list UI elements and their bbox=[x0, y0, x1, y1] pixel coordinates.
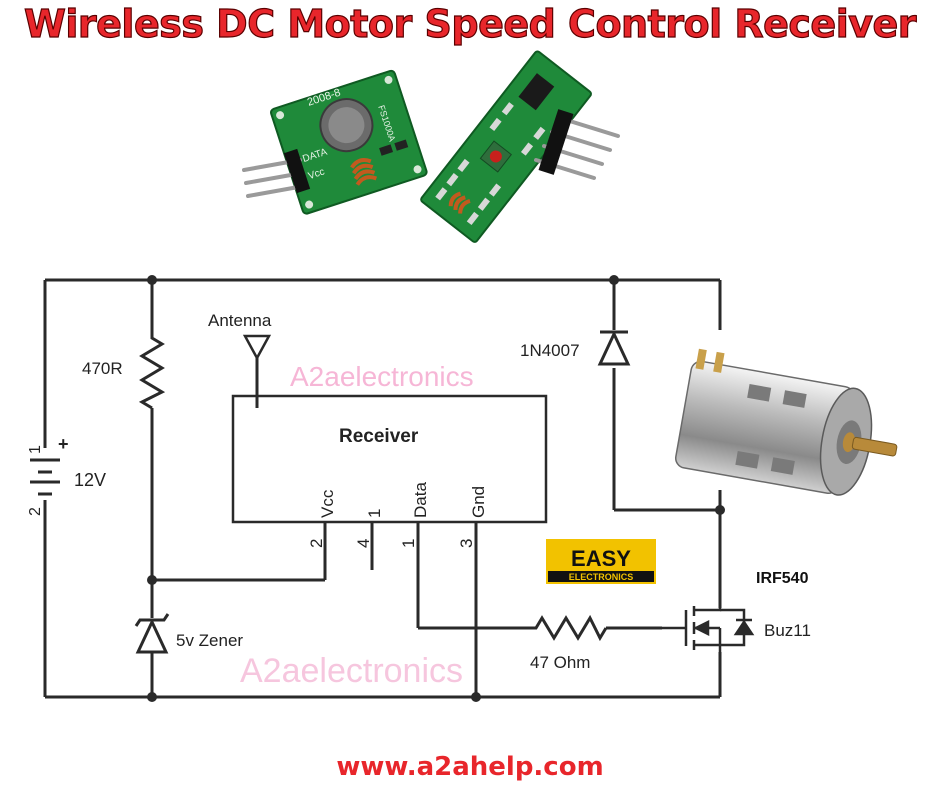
antenna-label: Antenna bbox=[208, 311, 272, 330]
pin-number-data: 1 bbox=[399, 539, 418, 548]
zener-label: 5v Zener bbox=[176, 631, 243, 650]
pin-number-vcc: 2 bbox=[307, 539, 326, 548]
resistor-47-ohm-label: 47 Ohm bbox=[530, 653, 590, 672]
mosfet-label-irf540: IRF540 bbox=[756, 570, 809, 587]
battery-voltage-label: 12V bbox=[74, 470, 106, 490]
pin-label-vcc: Vcc bbox=[307, 166, 326, 182]
antenna-symbol bbox=[242, 334, 272, 361]
easy-electronics-logo: EASY ELECTRONICS bbox=[546, 539, 656, 584]
battery-plus: + bbox=[58, 434, 69, 454]
battery-symbol bbox=[30, 458, 60, 496]
website-url[interactable]: www.a2ahelp.com bbox=[336, 752, 604, 782]
resistor-47-ohm bbox=[528, 614, 608, 642]
junctions bbox=[147, 275, 725, 702]
battery-pin-1: 1 bbox=[27, 445, 44, 454]
wires bbox=[43, 278, 722, 699]
pin-label-data: Data bbox=[411, 482, 430, 518]
page-title: Wireless DC Motor Speed Control Receiver bbox=[23, 1, 917, 46]
battery-pin-2: 2 bbox=[27, 507, 44, 516]
watermark-bottom: A2aelectronics bbox=[240, 652, 463, 690]
resistor-470r-label: 470R bbox=[82, 359, 123, 378]
receiver-box bbox=[231, 394, 548, 524]
receiver-label: Receiver bbox=[339, 426, 419, 447]
logo-line1: EASY bbox=[571, 546, 631, 571]
pin-label-vcc: Vcc bbox=[318, 489, 337, 518]
logo-line2: ELECTRONICS bbox=[569, 572, 634, 582]
mosfet-symbol bbox=[662, 606, 755, 652]
pin-number-gnd: 3 bbox=[457, 539, 476, 548]
resistor-470r bbox=[138, 330, 166, 410]
pin-number-4: 4 bbox=[354, 539, 373, 548]
diode-label: 1N4007 bbox=[520, 341, 580, 360]
dc-motor bbox=[674, 348, 898, 496]
zener-diode bbox=[134, 613, 170, 654]
pin-label-gnd: Gnd bbox=[469, 486, 488, 518]
diode-1n4007 bbox=[597, 330, 631, 366]
mosfet-label-buz11: Buz11 bbox=[764, 621, 811, 640]
rf-transmitter-module: 2008-8 DATA Vcc FS1000A bbox=[242, 69, 428, 215]
pin-number-inner: 1 bbox=[365, 509, 384, 518]
watermark-top: A2aelectronics bbox=[290, 361, 474, 392]
rf-receiver-module bbox=[420, 50, 620, 243]
